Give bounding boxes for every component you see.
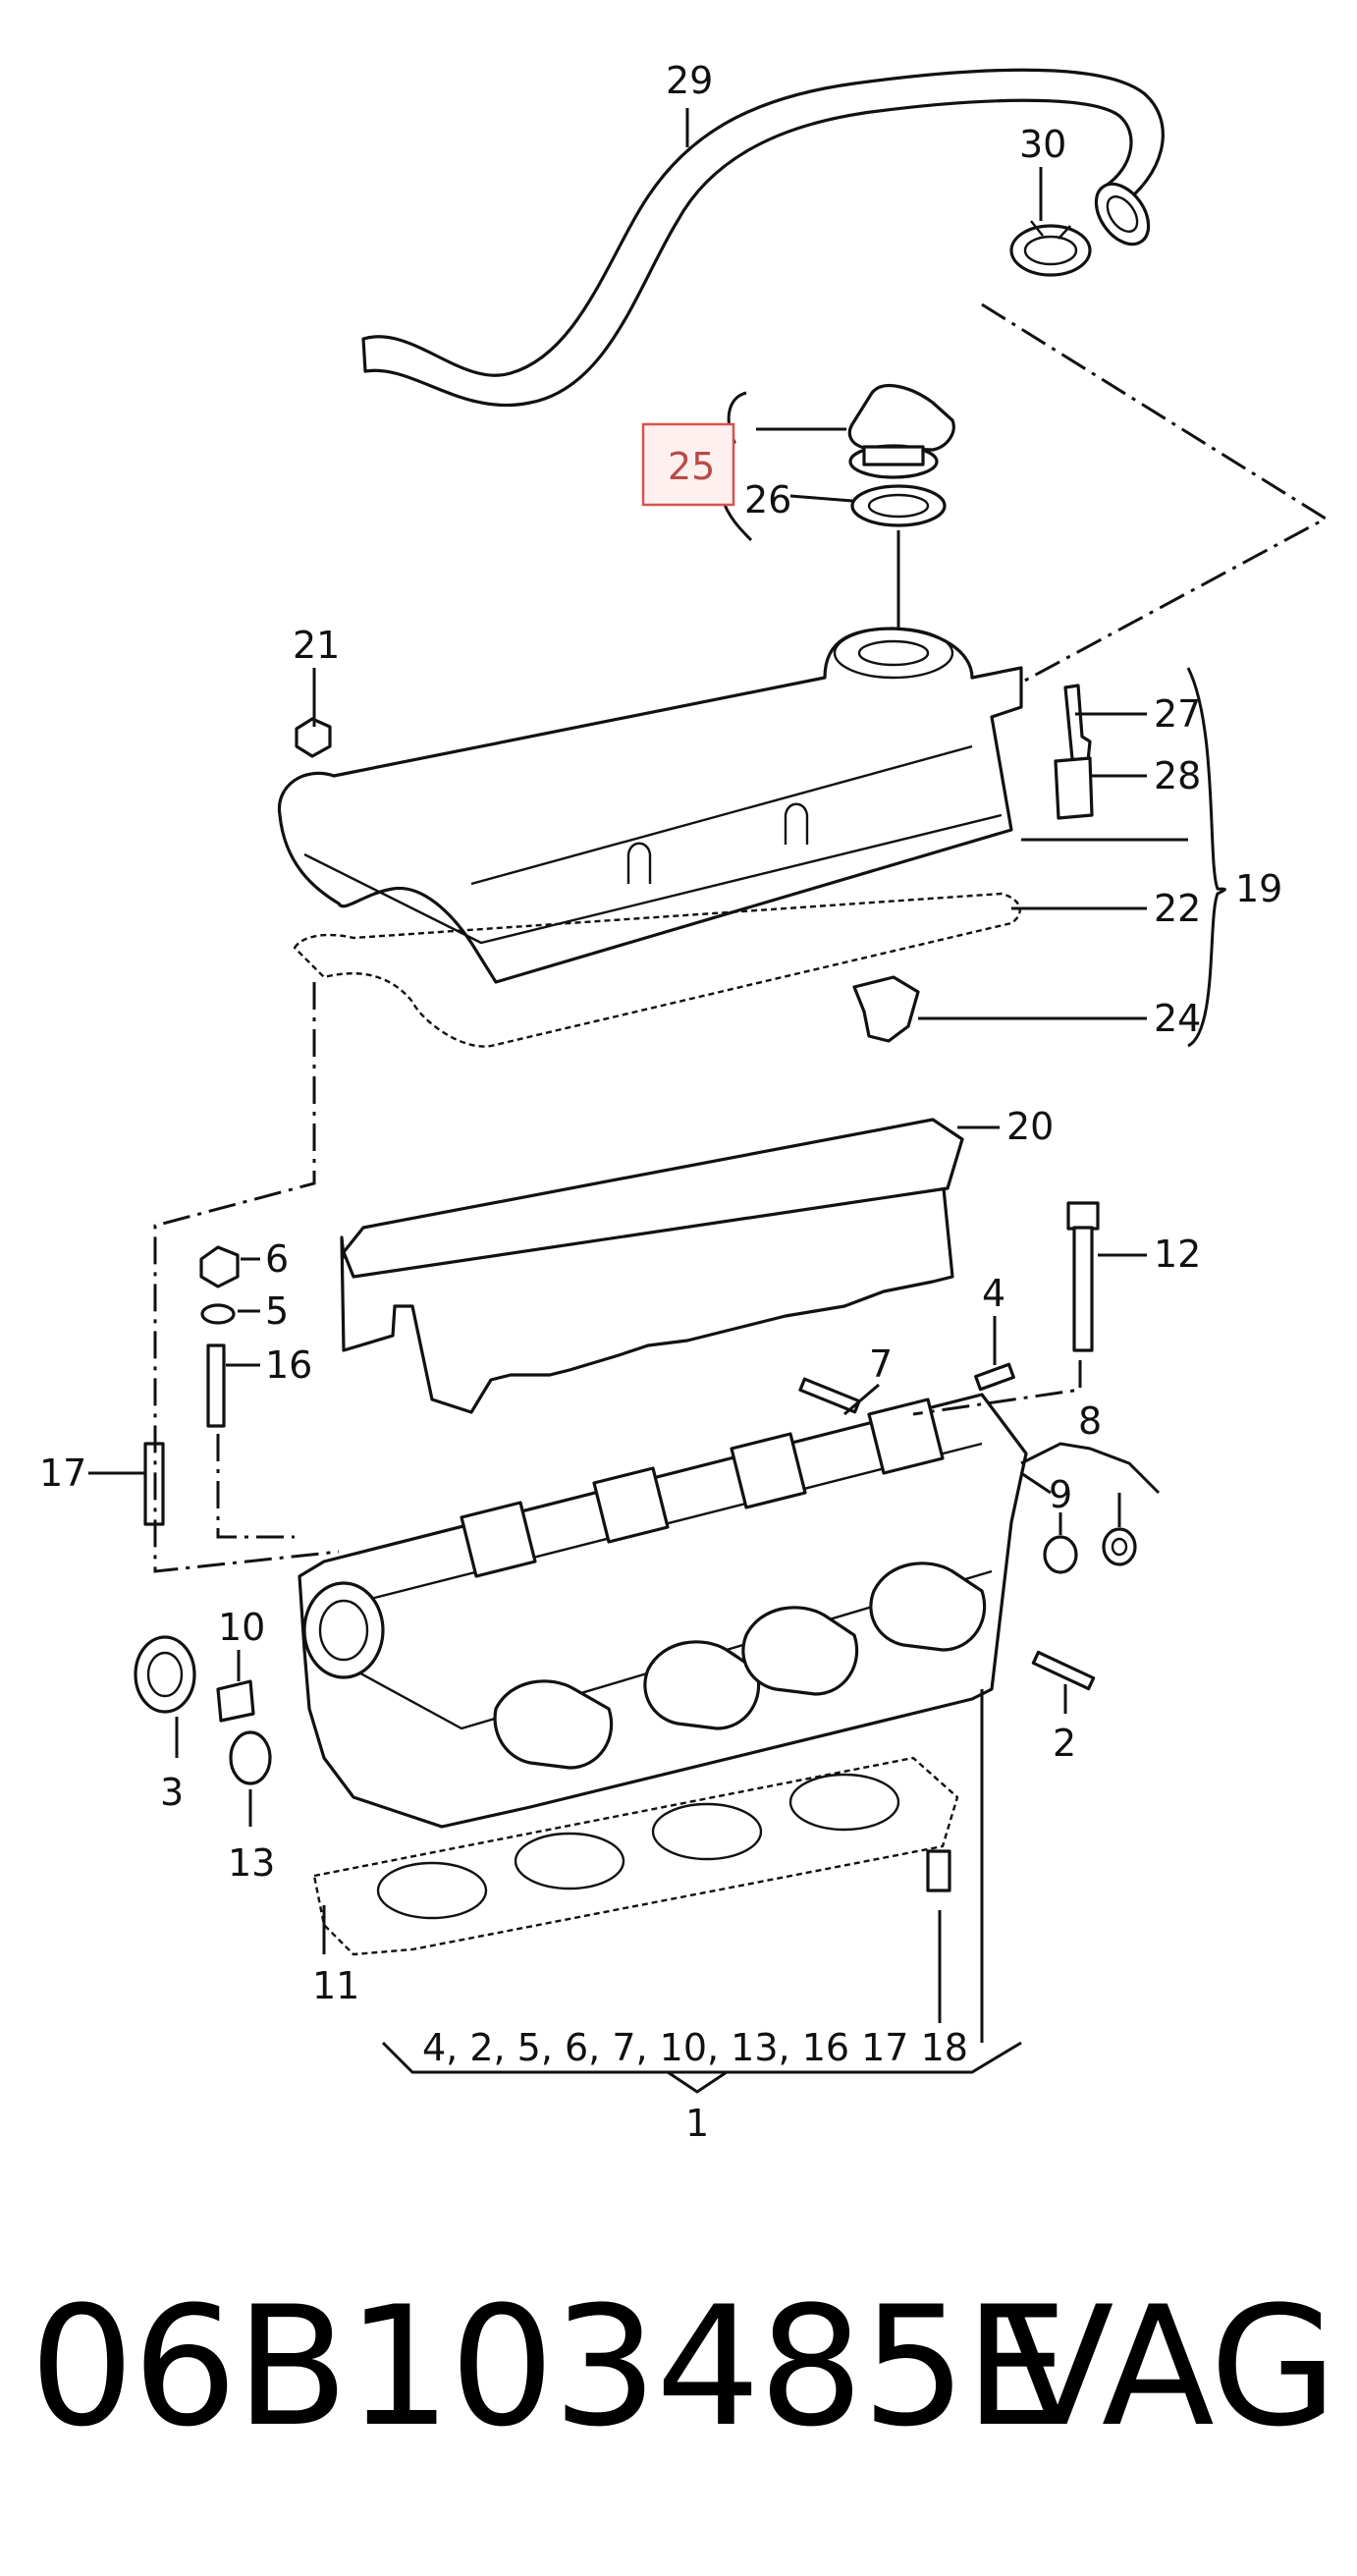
nut-6: [199, 1245, 240, 1288]
sleeve-13: [229, 1730, 272, 1785]
baffle-24: [852, 975, 920, 1043]
callout-13: 13: [228, 1841, 275, 1885]
washer-5: [200, 1303, 236, 1325]
plug-9: [1043, 1535, 1078, 1574]
callout-24: 24: [1154, 997, 1201, 1040]
breather-hose: [361, 68, 1165, 408]
assembly-path-lines: [153, 302, 1329, 1573]
callout-21: 21: [293, 624, 340, 667]
stud-7: [798, 1377, 861, 1414]
cylinder-head-gasket: [312, 1756, 959, 1956]
callout-30: 30: [1019, 123, 1066, 166]
callout-26: 26: [744, 478, 791, 521]
oil-filler-cap: [847, 383, 955, 479]
callout-labels: 29 30 25 26 21 27 28 19 22 24 20 6 12 5 …: [39, 59, 1282, 2145]
callout-27: 27: [1154, 692, 1201, 736]
bolt-12: [1066, 1201, 1100, 1352]
callout-16: 16: [265, 1343, 312, 1387]
callout-10: 10: [218, 1606, 265, 1649]
callout-12: 12: [1154, 1233, 1201, 1276]
highlight-box: [641, 422, 735, 507]
stud-16: [206, 1343, 226, 1428]
callout-20: 20: [1006, 1105, 1054, 1148]
callout-11: 11: [312, 1964, 359, 2007]
callout-19: 19: [1235, 867, 1282, 910]
bracket-27: [1063, 684, 1092, 763]
callout-6: 6: [265, 1237, 289, 1281]
cylinder-head: [298, 1393, 1028, 1829]
callout-3: 3: [160, 1771, 184, 1814]
sealing-ring-9: [1102, 1527, 1137, 1566]
callout-28: 28: [1154, 754, 1201, 797]
part-number: 06B103485E: [29, 2271, 1068, 2463]
callout-8: 8: [1078, 1399, 1102, 1443]
cylinder-head-cover: [277, 627, 1023, 984]
cover-gasket: [293, 892, 1021, 1048]
part-number-footer: 06B103485E VAG: [29, 2259, 1337, 2475]
callout-7: 7: [869, 1343, 893, 1386]
pin-4: [974, 1362, 1015, 1392]
oil-seal-3: [134, 1635, 196, 1714]
stud-2: [1031, 1650, 1096, 1691]
callout-9: 9: [1049, 1473, 1072, 1516]
hose-clamp: [1009, 220, 1092, 277]
sleeve-10: [216, 1679, 255, 1723]
callout-2: 2: [1053, 1722, 1076, 1765]
brand-name: VAG: [1001, 2271, 1337, 2463]
leader-lines: [88, 108, 1226, 2094]
exploded-parts-diagram: 29 30 25 26 21 27 28 19 22 24 20 6 12 5 …: [39, 59, 1329, 2145]
callout-25: 25: [668, 445, 715, 488]
callout-17: 17: [39, 1452, 86, 1495]
baffle-plate: [340, 1118, 964, 1414]
assembly-contents-list: 4, 2, 5, 6, 7, 10, 13, 16 17 18: [422, 2026, 968, 2069]
callout-1: 1: [685, 2102, 709, 2145]
callout-4: 4: [982, 1272, 1005, 1315]
filler-cap-gasket: [850, 484, 947, 527]
callout-29: 29: [666, 59, 713, 102]
dowel-18: [926, 1849, 951, 1892]
callout-5: 5: [265, 1289, 289, 1333]
callout-22: 22: [1154, 887, 1201, 930]
bracket-28: [1054, 756, 1094, 820]
cover-nut: [295, 717, 332, 758]
